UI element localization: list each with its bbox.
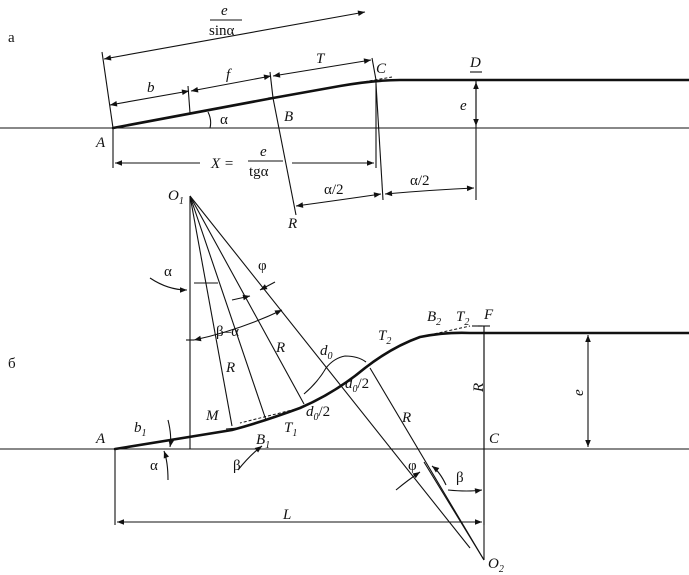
panel-a-tangent-extension (339, 76, 393, 87)
label-e-a: e (460, 98, 467, 114)
panel-b-dash-T1 (239, 407, 301, 424)
radial-O1-M (189, 195, 233, 427)
label-D: D (469, 55, 481, 71)
label-T2-b: T2 (456, 309, 469, 328)
panel-a-tick-left (101, 51, 114, 129)
dim-f (190, 74, 272, 93)
panel-a-tag: а (8, 30, 15, 46)
arc-beta1 (237, 445, 263, 471)
panel-b: б O1 α φ β–α R R d0 d0/2 d0/2 T2 B2 T2 F… (0, 188, 689, 575)
label-F: F (483, 307, 494, 323)
label-f: f (226, 67, 232, 83)
label-top-num: e (221, 3, 228, 19)
label-O1: O1 (168, 188, 184, 207)
radial-O1-O2 (189, 195, 471, 549)
arc-alpha-bot (163, 450, 170, 481)
panel-a-tick-T (371, 57, 377, 81)
label-beta-minus-alpha: β–α (216, 324, 239, 340)
label-alpha-bot: α (150, 458, 158, 474)
panel-a-track-profile (111, 78, 689, 130)
label-R-1: R (225, 360, 235, 376)
label-R-2: R (275, 340, 285, 356)
panel-a-tick-b (187, 85, 191, 114)
radial-O2-phi (423, 461, 485, 561)
label-b: b (147, 80, 155, 96)
arc-phi-bot-right (431, 465, 447, 486)
label-d0-half-1: d0/2 (306, 404, 330, 423)
label-A-b: A (95, 431, 106, 447)
panel-a-R-line-left (272, 97, 297, 216)
label-T1: T1 (284, 420, 297, 439)
panel-b-tag: б (8, 356, 16, 372)
label-beta2: β (456, 470, 464, 486)
panel-a-R-line-right (375, 83, 384, 201)
label-O2: O2 (488, 556, 504, 575)
label-half-alpha-1: α/2 (324, 182, 344, 198)
arc-beta-alpha (193, 309, 283, 342)
arc-half-alpha-2 (384, 185, 475, 197)
label-L: L (282, 507, 291, 523)
arc-half-alpha-1 (295, 192, 382, 208)
arc-alpha-top (149, 277, 188, 293)
label-T: T (316, 51, 326, 67)
label-beta1: β (233, 458, 241, 474)
label-R-3: R (401, 410, 411, 426)
label-B1: B1 (256, 432, 270, 451)
dim-T (272, 58, 372, 78)
label-b1: b1 (134, 420, 147, 439)
label-B2: B2 (427, 309, 441, 328)
arc-alpha-a (207, 111, 212, 129)
label-e-b: e (571, 389, 587, 396)
label-M: M (205, 408, 220, 424)
label-C-a: C (376, 61, 387, 77)
label-R-vertical: R (471, 383, 487, 393)
panel-b-dash-B2 (419, 325, 471, 338)
label-phi-top: φ (258, 258, 267, 274)
label-alpha-a: α (220, 112, 228, 128)
label-alpha-top: α (164, 264, 172, 280)
panel-b-track-profile (113, 331, 689, 451)
dim-b (109, 89, 190, 107)
label-B: B (284, 109, 293, 125)
label-X-num: e (260, 144, 267, 160)
arc-beta2 (447, 488, 483, 494)
arc-b1-angle (167, 419, 175, 448)
radial-O1-T1 (189, 195, 305, 405)
arc-phi-top-right (259, 281, 276, 291)
label-phi-bot: φ (408, 458, 417, 474)
label-R-a: R (287, 216, 297, 232)
panel-a-point-B-mark (267, 96, 279, 99)
brace-d0 (303, 355, 367, 395)
radial-O1-B1 (189, 195, 267, 421)
arc-phi-top-left (231, 294, 251, 301)
label-half-alpha-2: α/2 (410, 173, 430, 189)
label-X-den: tgα (249, 164, 269, 180)
dim-e-over-sin-alpha (103, 10, 366, 61)
arc-phi-bot-left (395, 471, 421, 491)
mark-M (225, 427, 239, 430)
label-C-b: C (489, 431, 500, 447)
label-X: X = (210, 156, 234, 172)
label-A-a: A (95, 135, 106, 151)
label-top-den: sinα (209, 23, 235, 39)
panel-a: а e sinα b f T C D e A B α X = e tgα α/2… (0, 3, 689, 232)
label-T2-a: T2 (378, 328, 391, 347)
label-d0-half-2: d0/2 (345, 376, 369, 395)
label-d0: d0 (320, 343, 333, 362)
